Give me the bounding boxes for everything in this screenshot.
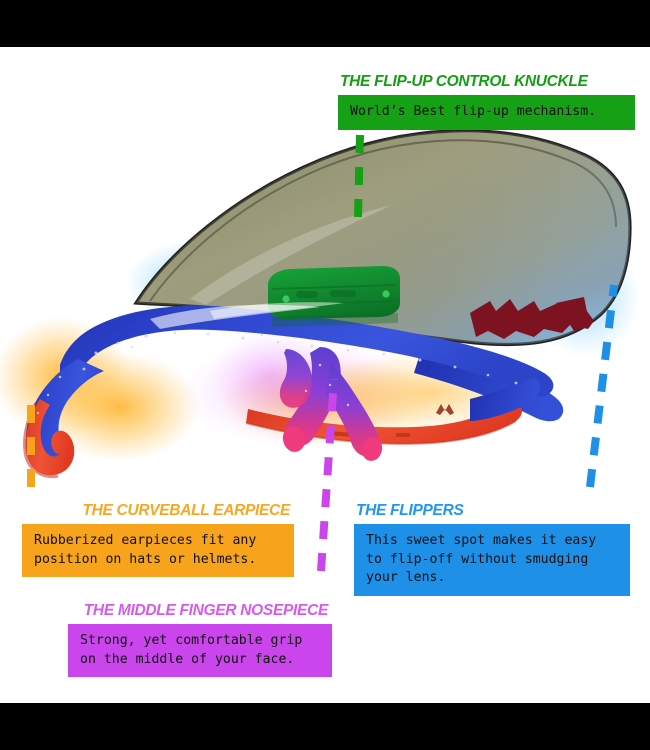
callout-flippers: THE FLIPPERS This sweet spot makes it ea… [354,502,630,597]
callout-knuckle: THE FLIP-UP CONTROL KNUCKLE World’s Best… [338,73,635,130]
callout-earpiece-body: Rubberized earpieces fit any position on… [22,523,294,578]
lens-logo-mark [470,297,594,339]
callout-knuckle-title: THE FLIP-UP CONTROL KNUCKLE [340,73,588,90]
frame-brow-bar [60,305,554,397]
frame-highlight-2 [210,302,344,319]
lens-shield [133,129,632,347]
letterbox-bottom [0,703,650,750]
callout-flippers-body: This sweet spot makes it easy to flip-of… [354,523,630,597]
nosepiece [279,347,383,461]
flip-up-control-knuckle [268,266,400,327]
callout-nosepiece-body: Strong, yet comfortable grip on the midd… [68,623,332,678]
callout-flippers-title: THE FLIPPERS [356,502,464,519]
callout-nosepiece-title: THE MIDDLE FINGER NOSEPIECE [83,602,329,619]
callout-earpiece: THE CURVEBALL EARPIECE Rubberized earpie… [22,502,294,578]
callout-knuckle-body: World’s Best flip-up mechanism. [338,94,635,130]
letterbox-top [0,0,650,47]
diagram-canvas: THE FLIP-UP CONTROL KNUCKLE World’s Best… [0,47,650,703]
callout-nosepiece: THE MIDDLE FINGER NOSEPIECE Strong, yet … [68,602,332,678]
callout-earpiece-title: THE CURVEBALL EARPIECE [82,502,290,519]
